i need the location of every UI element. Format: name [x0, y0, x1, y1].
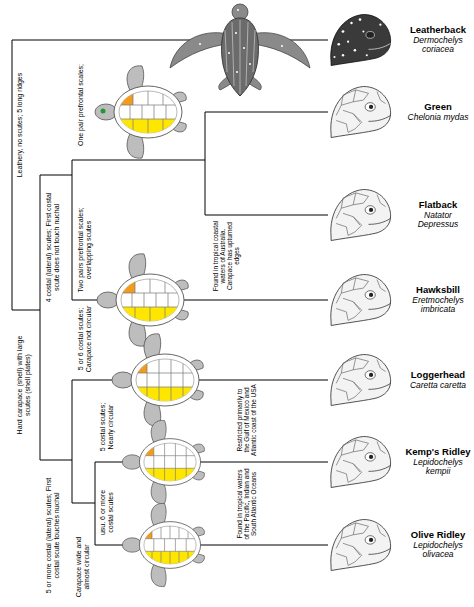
branch-label-holder: Two pairs prefrontal scales; overlapping…	[77, 205, 92, 295]
branch-label: usu. 6 or more costal scutes	[99, 485, 114, 540]
branch-label: Leathery, no scutes; 5 long ridges	[16, 60, 24, 190]
common-name: Green	[404, 102, 472, 113]
branch-label-holder: Restricted primarily to the Gulf of Mexi…	[236, 384, 257, 456]
branch-label: Restricted primarily to the Gulf of Mexi…	[236, 384, 257, 456]
kemps-figure	[122, 420, 204, 503]
branch-label-holder: Leathery, no scutes; 5 long ridges	[16, 60, 24, 190]
leatherback-head	[331, 14, 391, 65]
leatherback-figure	[170, 4, 310, 96]
key-tree	[12, 40, 328, 545]
loggerhead-head	[331, 355, 391, 406]
branch-label: Found in tropical coastal waters of Aust…	[212, 220, 241, 292]
branch-label-holder: Found in tropical waters of the Pacific,…	[236, 468, 257, 540]
scientific-name: Lepidochelys olivacea	[404, 541, 472, 561]
species-entry: LeatherbackDermochelys coriacea	[404, 25, 472, 55]
branch-label: Found in tropical waters of the Pacific,…	[236, 468, 257, 540]
species-entry: LoggerheadCaretta caretta	[404, 370, 472, 391]
olive-head	[331, 520, 391, 571]
branch-label: Two pairs prefrontal scales; overlapping…	[77, 205, 92, 295]
common-name: Hawksbill	[404, 285, 472, 296]
scientific-name: Eretmochelys imbricata	[404, 296, 472, 316]
olive-figure	[122, 503, 204, 586]
scientific-name: Lepidochelys kempii	[404, 458, 472, 478]
species-entry: HawksbillEretmochelys imbricata	[404, 285, 472, 315]
branch-label-holder: Hard carapace (shell) with large scutes …	[16, 330, 31, 440]
branch-label-holder: One pair prefrontal scales;	[77, 55, 85, 155]
flatback-head	[331, 190, 391, 241]
loggerhead-figure	[112, 334, 203, 426]
common-name: Kemp's Ridley	[404, 447, 472, 458]
species-entry: GreenChelonia mydas	[404, 102, 472, 123]
branch-label: Carapace wide and almost circular	[75, 536, 90, 598]
branch-label: 5 or 6 costal scutes; Carapace not circu…	[77, 302, 92, 376]
branch-label: 5 costal scutes; Nearly circular	[99, 397, 114, 457]
branch-label-holder: 4 costal (lateral) scutes; First costal …	[45, 185, 60, 310]
scientific-name: Dermochelys coriacea	[404, 36, 472, 56]
branch-label-holder: 5 costal scutes; Nearly circular	[99, 397, 114, 457]
common-name: Leatherback	[404, 25, 472, 36]
branch-label-holder: usu. 6 or more costal scutes	[99, 485, 114, 540]
green-figure	[95, 66, 186, 158]
branch-label: 5 or more costal (lateral) scutes; First…	[45, 473, 60, 598]
kemps-head	[331, 437, 391, 488]
common-name: Olive Ridley	[404, 530, 472, 541]
branch-label: One pair prefrontal scales;	[77, 55, 85, 155]
scientific-name: Chelonia mydas	[404, 113, 472, 123]
hawksbill-head	[331, 275, 391, 326]
species-entry: Olive RidleyLepidochelys olivacea	[404, 530, 472, 560]
branch-label-holder: 5 or 6 costal scutes; Carapace not circu…	[77, 302, 92, 376]
common-name: Flatback	[404, 200, 472, 211]
hawksbill-figure	[97, 254, 188, 346]
scientific-name: Natator Depressus	[404, 211, 472, 231]
branch-label: 4 costal (lateral) scutes; First costal …	[45, 185, 60, 310]
green-head	[331, 87, 391, 138]
common-name: Loggerhead	[404, 370, 472, 381]
branch-label-holder: Found in tropical coastal waters of Aust…	[212, 220, 241, 292]
species-entry: Kemp's RidleyLepidochelys kempii	[404, 447, 472, 477]
species-entry: FlatbackNatator Depressus	[404, 200, 472, 230]
branch-label-holder: 5 or more costal (lateral) scutes; First…	[45, 473, 60, 598]
branch-label: Hard carapace (shell) with large scutes …	[16, 330, 31, 440]
branch-label-holder: Carapace wide and almost circular	[75, 536, 90, 598]
scientific-name: Caretta caretta	[404, 381, 472, 391]
